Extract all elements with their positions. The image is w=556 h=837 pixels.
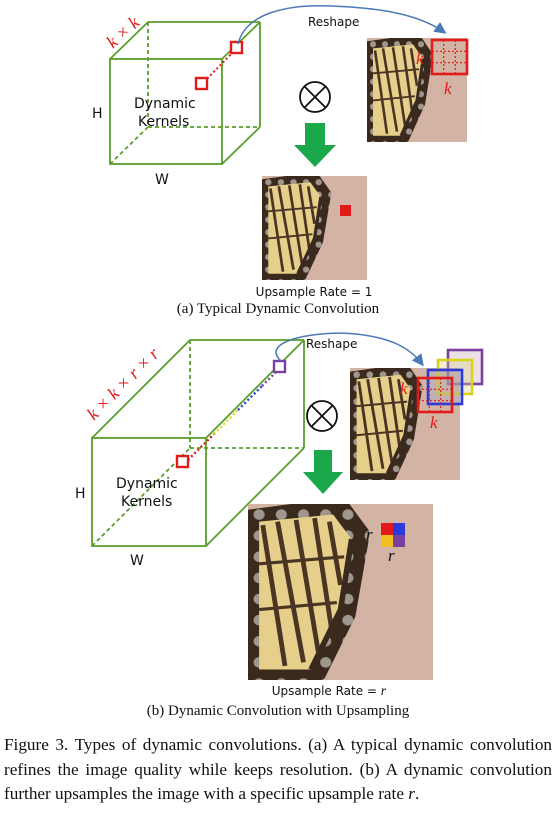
cube-text-dynamic-b: Dynamic bbox=[116, 476, 178, 492]
rate-label-a: Upsample Rate = 1 bbox=[256, 285, 373, 299]
grid-k-bottom-b: k bbox=[430, 413, 438, 432]
w-label-b: W bbox=[130, 553, 144, 569]
conv-operator-a bbox=[299, 81, 331, 113]
kernel-cube-a bbox=[109, 21, 261, 165]
grid-k-left-a: k bbox=[416, 49, 424, 68]
kernel-cube-b bbox=[91, 339, 305, 547]
kernel-dim-label-b: k × k × r × r bbox=[83, 343, 164, 424]
block-r-bottom-b: r bbox=[388, 546, 395, 565]
figure-caption: Figure 3. Types of dynamic convolutions.… bbox=[4, 733, 552, 807]
output-image-a bbox=[262, 176, 367, 280]
rate-label-b: Upsample Rate = r bbox=[272, 684, 387, 699]
kernel-square-back-b bbox=[272, 359, 287, 374]
down-arrow-b bbox=[303, 450, 343, 494]
grid-k-bottom-a: k bbox=[444, 79, 452, 98]
cube-text-kernels-b: Kernels bbox=[121, 494, 172, 510]
caption-text-1: Types of dynamic convolutions. (a) A typ… bbox=[4, 735, 553, 803]
caption-text-2: . bbox=[414, 784, 420, 803]
reshape-arrow-b bbox=[275, 332, 424, 367]
output-pixel-block-b bbox=[381, 523, 405, 547]
cube-text-kernels-a: Kernels bbox=[138, 114, 189, 130]
conv-operator-b bbox=[306, 400, 338, 432]
h-label-a: H bbox=[92, 106, 103, 122]
down-arrow-a bbox=[294, 123, 336, 167]
w-label-a: W bbox=[155, 172, 169, 188]
h-label-b: H bbox=[75, 486, 86, 502]
caption-var: r bbox=[408, 784, 415, 803]
subcaption-b: (b) Dynamic Convolution with Upsampling bbox=[146, 703, 410, 719]
reshape-label-b: Reshape bbox=[306, 337, 357, 351]
caption-label: Figure 3. bbox=[4, 735, 69, 754]
kernel-grid-a bbox=[430, 38, 469, 76]
kernel-square-front-b bbox=[175, 454, 190, 469]
block-r-left-b: r bbox=[366, 525, 373, 544]
reshape-label-a: Reshape bbox=[308, 15, 359, 29]
panel-a: k × k H W Dynamic Kernels Reshape k k bbox=[92, 4, 469, 299]
grid-k-left-b: k bbox=[400, 379, 408, 398]
kernel-grid-stack-b bbox=[416, 348, 484, 414]
kernel-square-front-a bbox=[194, 76, 209, 91]
cube-text-dynamic-a: Dynamic bbox=[134, 96, 196, 112]
reshape-arrow-a bbox=[237, 4, 447, 45]
figure-svg: k × k H W Dynamic Kernels Reshape k k bbox=[75, 4, 484, 699]
subcaption-a: (a) Typical Dynamic Convolution bbox=[176, 301, 380, 317]
kernel-line-a bbox=[203, 47, 238, 83]
panel-b: k × k × r × r H W Dynamic Kernels Reshap… bbox=[75, 332, 484, 699]
output-pixel-a bbox=[340, 205, 351, 216]
kernel-square-back-a bbox=[229, 40, 244, 55]
